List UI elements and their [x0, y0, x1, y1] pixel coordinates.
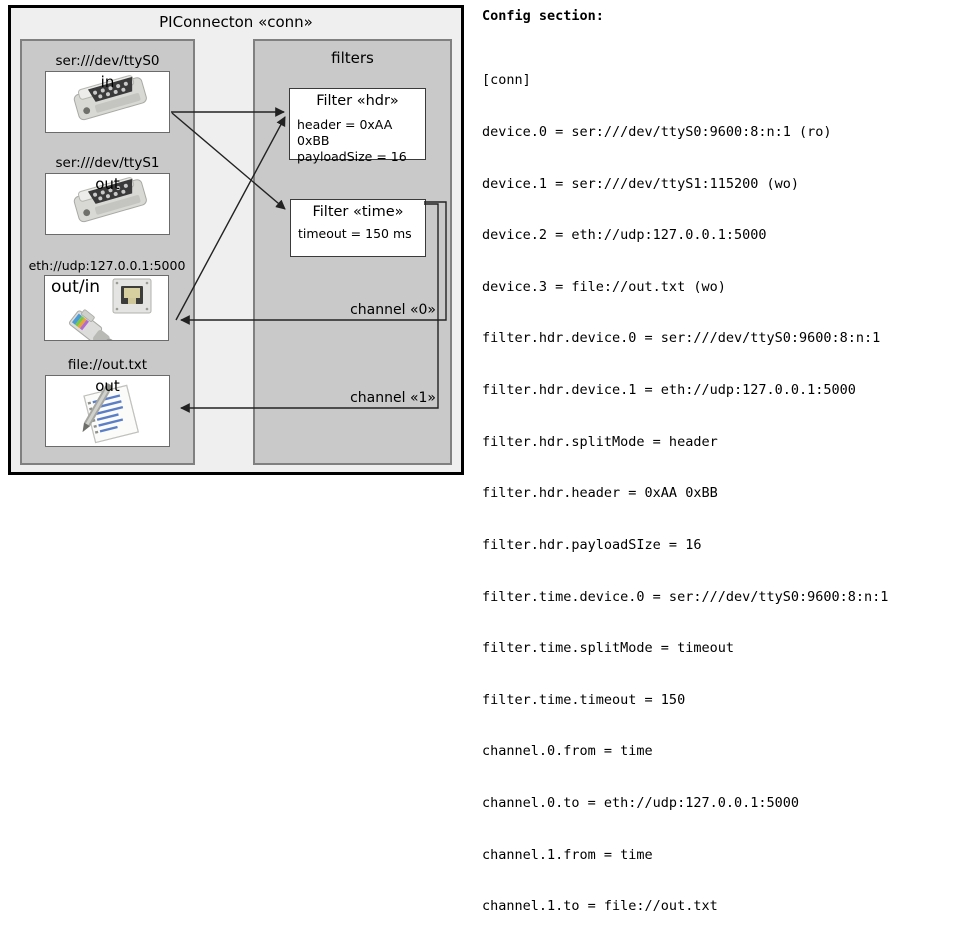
config-line: device.1 = ser:///dev/ttyS1:115200 (wo): [482, 175, 799, 192]
device-group-ttys0: ser:///dev/ttyS0 in: [30, 53, 185, 133]
config-line: channel.0.to = eth://udp:127.0.0.1:5000: [482, 794, 799, 811]
config-line: filter.hdr.payloadSIze = 16: [482, 536, 702, 553]
channel-0-label: channel «0»: [350, 302, 436, 318]
serial-port-icon: [46, 174, 169, 234]
device-box-ttys0[interactable]: in: [45, 71, 170, 133]
connection-diagram: PIConnecton «conn» ser:///dev/ttyS0 in: [8, 5, 464, 477]
config-line: channel.0.from = time: [482, 743, 653, 760]
config-line: [conn]: [482, 72, 531, 89]
device-group-ttys1: ser:///dev/ttyS1 out: [30, 155, 185, 235]
device-direction-file: out: [95, 377, 120, 395]
config-line: filter.time.timeout = 150: [482, 691, 686, 708]
filters-panel: filters Filter «hdr» header = 0xAA 0xBB …: [253, 39, 452, 465]
device-direction-ttys0: in: [100, 73, 115, 91]
ethernet-jack-icon: [45, 276, 168, 340]
config-line: channel.1.to = file://out.txt: [482, 898, 718, 915]
config-line: device.2 = eth://udp:127.0.0.1:5000: [482, 227, 767, 244]
filter-time-prop-timeout: timeout = 150 ms: [298, 226, 412, 241]
config-line: filter.hdr.device.1 = eth://udp:127.0.0.…: [482, 382, 856, 399]
filter-time-properties: timeout = 150 ms: [298, 226, 412, 242]
filter-hdr-title: Filter «hdr»: [316, 93, 399, 109]
config-line: channel.1.from = time: [482, 846, 653, 863]
serial-port-icon: [46, 72, 169, 132]
device-label-ttys0: ser:///dev/ttyS0: [55, 53, 160, 69]
text-file-icon: [46, 376, 169, 446]
filter-hdr-prop-header: header = 0xAA 0xBB: [297, 117, 393, 148]
filter-hdr-properties: header = 0xAA 0xBB payloadSize = 16: [297, 117, 425, 165]
config-line: device.0 = ser:///dev/ttyS0:9600:8:n:1 (…: [482, 124, 832, 141]
device-direction-ttys1: out: [95, 175, 120, 193]
config-lines: [conn] device.0 = ser:///dev/ttyS0:9600:…: [482, 38, 956, 950]
filters-panel-title: filters: [331, 49, 374, 67]
device-group-file: file://out.txt out: [30, 357, 185, 447]
screenshot-root: PIConnecton «conn» ser:///dev/ttyS0 in: [8, 5, 888, 914]
device-label-eth: eth://udp:127.0.0.1:5000: [28, 258, 186, 273]
device-box-eth[interactable]: out/in: [44, 275, 169, 341]
device-box-ttys1[interactable]: out: [45, 173, 170, 235]
device-label-file: file://out.txt: [67, 357, 148, 373]
device-direction-eth: out/in: [51, 277, 101, 297]
config-line: filter.hdr.device.0 = ser:///dev/ttyS0:9…: [482, 330, 881, 347]
config-line: filter.time.device.0 = ser:///dev/ttyS0:…: [482, 588, 889, 605]
filter-box-time[interactable]: Filter «time» timeout = 150 ms: [290, 199, 426, 257]
config-section: Config section: [conn] device.0 = ser://…: [482, 8, 956, 950]
filter-hdr-prop-payloadsize: payloadSize = 16: [297, 149, 407, 164]
config-heading: Config section:: [482, 8, 604, 24]
config-line: filter.time.splitMode = timeout: [482, 640, 734, 657]
channel-1-label: channel «1»: [350, 390, 436, 406]
config-line: device.3 = file://out.txt (wo): [482, 278, 726, 295]
diagram-title: PIConnecton «conn»: [159, 13, 313, 31]
config-line: filter.hdr.splitMode = header: [482, 433, 718, 450]
device-label-ttys1: ser:///dev/ttyS1: [55, 155, 160, 171]
device-group-eth: eth://udp:127.0.0.1:5000 out/in: [22, 258, 192, 341]
filter-time-title: Filter «time»: [312, 204, 404, 220]
filter-box-hdr[interactable]: Filter «hdr» header = 0xAA 0xBB payloadS…: [289, 88, 426, 164]
config-line: filter.hdr.header = 0xAA 0xBB: [482, 485, 718, 502]
device-box-file[interactable]: out: [45, 375, 170, 447]
